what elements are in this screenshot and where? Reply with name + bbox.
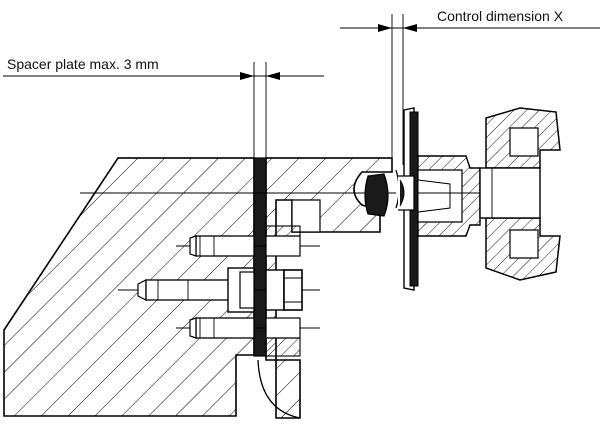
spacer-plate-annotation: Spacer plate max. 3 mm xyxy=(3,56,324,160)
arrow-right xyxy=(266,72,280,80)
right-fitting xyxy=(417,107,561,281)
left-housing xyxy=(3,157,393,419)
seal-ring xyxy=(364,173,389,217)
control-dimension-label: Control dimension X xyxy=(437,8,564,24)
arrow-left xyxy=(378,24,392,32)
arrow-right xyxy=(403,24,417,32)
diaphragm-disc xyxy=(395,107,419,291)
arrow-left xyxy=(240,72,254,80)
control-dimension-annotation: Control dimension X xyxy=(340,8,600,165)
spacer-plate-label: Spacer plate max. 3 mm xyxy=(7,56,159,72)
spacer-plate xyxy=(253,157,267,357)
bolt-assembly xyxy=(137,225,303,357)
